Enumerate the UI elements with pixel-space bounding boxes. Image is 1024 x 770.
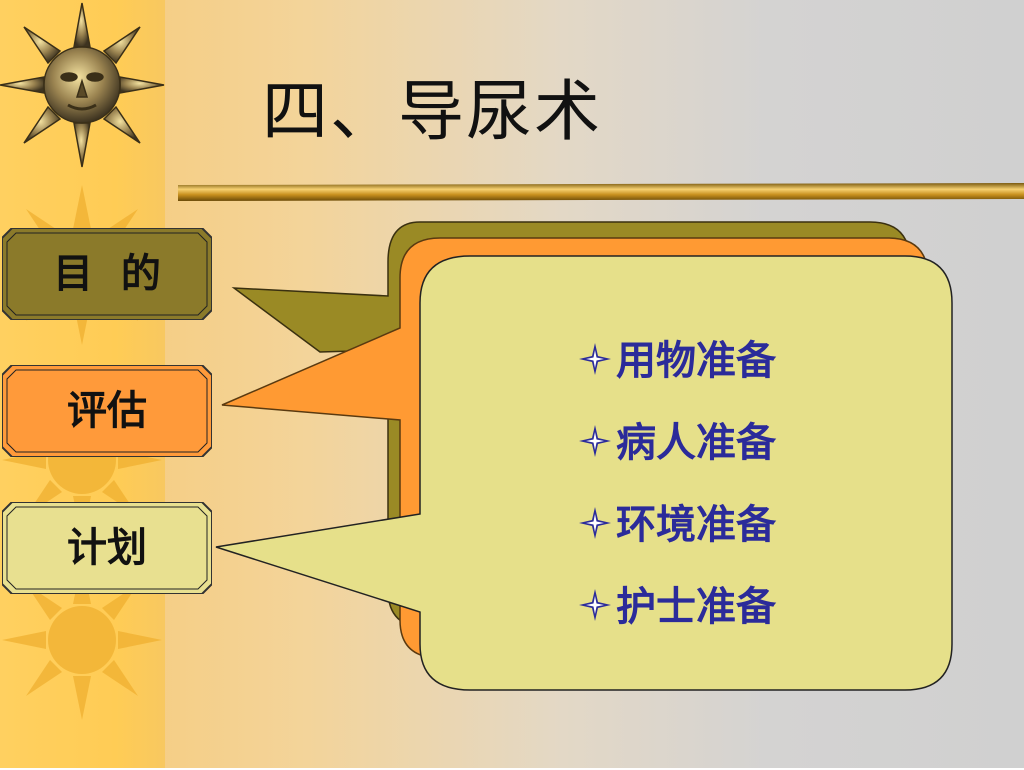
- tag-purpose[interactable]: 目 的: [2, 228, 212, 320]
- tag-purpose-label: 目 的: [53, 250, 161, 297]
- plan-list: 用物准备 病人准备 环境准备 护士准备: [578, 328, 908, 656]
- tag-plan-label: 计划: [67, 524, 147, 571]
- tag-plan[interactable]: 计划: [2, 502, 212, 594]
- slide-title: 四、导尿术: [262, 73, 602, 150]
- four-point-star-icon: [579, 343, 611, 375]
- list-item: 环境准备: [578, 492, 908, 574]
- list-item-label: 护士准备: [616, 584, 776, 630]
- list-item-label: 病人准备: [616, 420, 776, 466]
- four-point-star-icon: [579, 589, 611, 621]
- tag-assessment-label: 评估: [67, 387, 147, 434]
- list-item-label: 环境准备: [616, 502, 776, 548]
- callout-front-layer: [215, 255, 953, 691]
- list-item: 病人准备: [578, 410, 908, 492]
- list-item: 用物准备: [578, 328, 908, 410]
- four-point-star-icon: [579, 507, 611, 539]
- tag-assessment[interactable]: 评估: [2, 365, 212, 457]
- sun-face-icon: [0, 2, 165, 168]
- list-item-label: 用物准备: [616, 338, 776, 384]
- list-item: 护士准备: [578, 574, 908, 656]
- title-underline: [178, 183, 1024, 201]
- four-point-star-icon: [579, 425, 611, 457]
